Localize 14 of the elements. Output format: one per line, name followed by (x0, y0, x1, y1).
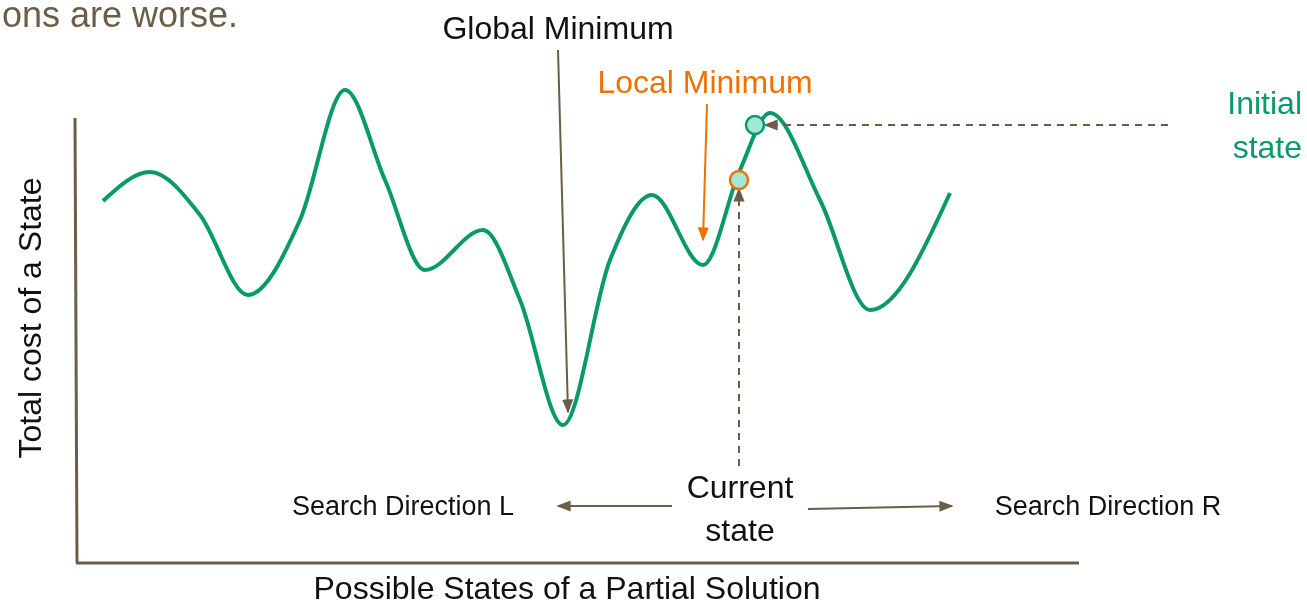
axis-title: Total cost of a State (11, 177, 49, 459)
direction-label: Search Direction L (290, 490, 516, 523)
leader-line (697, 103, 709, 242)
axis-title: Possible States of a Partial Solution (313, 570, 821, 605)
arrow (807, 500, 954, 512)
direction-label: Search Direction R (993, 490, 1223, 523)
callout-label: Global Minimum (441, 9, 675, 48)
heading-fragment: ons are worse. (2, 0, 239, 36)
leader-line (557, 49, 574, 414)
callout-label: Current state (685, 468, 795, 550)
arrow (763, 119, 1169, 131)
arrow (556, 500, 673, 512)
callout-label: Initial state (1226, 84, 1302, 167)
callout-label: Local Minimum (596, 63, 814, 102)
